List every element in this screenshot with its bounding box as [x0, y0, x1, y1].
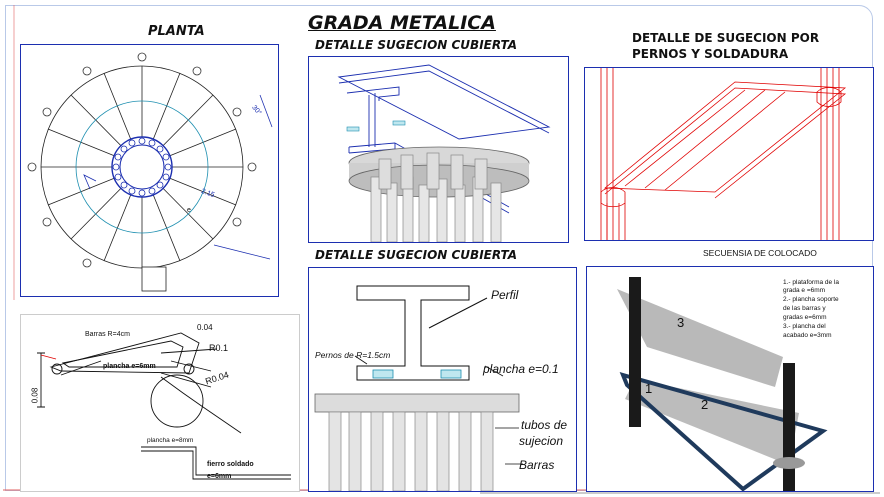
sequence-note-0: 1.- plataforma de la	[783, 279, 840, 286]
perfil-label: Perfil	[491, 288, 519, 302]
detail-bottom-left-panel: Barras R=4cm 0.04 plancha e=6mm R0.1 R0.…	[20, 314, 300, 492]
plancha-8mm-label: plancha e=8mm	[147, 437, 194, 444]
barras-r-label: Barras R=4cm	[85, 331, 130, 338]
sequence-note-5: 3.- plancha del	[783, 323, 826, 330]
sequence-n1: 1	[645, 381, 653, 396]
main-title: GRADA METALICA	[308, 12, 496, 34]
sequence-note-4: gradas e=6mm	[783, 314, 827, 321]
barras-label: Barras	[519, 458, 555, 472]
assembly-sequence-3d	[617, 277, 828, 491]
sequence-title: SECUENSIA DE COLOCADO	[703, 248, 817, 258]
plancha-label: plancha e=0.1	[483, 362, 559, 376]
detail-top-title: DETALLE SUGECION CUBIERTA	[315, 38, 518, 52]
sequence-panel: 3 1 2 1.- plataforma de la grada e =6mm …	[586, 266, 874, 492]
detail-bottom-center-panel: Perfil Pernos de R=1.5cm plancha e=0.1 t…	[308, 267, 577, 492]
fierro-soldado-2: e=6mm	[207, 473, 232, 480]
dim-008-label: 0.08	[30, 387, 40, 404]
sequence-n2: 2	[701, 397, 709, 412]
r01-label: R0.1	[209, 343, 229, 353]
section-beam-columns	[314, 285, 523, 491]
pernos-label: Pernos de R=1.5cm	[315, 350, 391, 360]
planta-panel: 30° 2.15 e	[20, 44, 279, 297]
detail-right-panel	[584, 67, 874, 241]
spiral-stair-plan	[27, 52, 273, 292]
detail-right-title-1: DETALLE DE SUGECION POR	[632, 31, 820, 45]
isometric-beam-base	[337, 64, 551, 242]
sequence-note-6: acabado e=3mm	[783, 332, 832, 339]
detail-bottom-center-title: DETALLE SUGECION CUBIERTA	[315, 248, 518, 262]
plancha-6mm-label: plancha e=6mm	[103, 363, 156, 370]
tubos-label-2: sujecion	[519, 434, 564, 448]
planta-dim-e: e	[187, 207, 191, 214]
planta-title: PLANTA	[148, 24, 205, 39]
plate-geometry-detail	[37, 332, 291, 480]
sequence-n3: 3	[677, 315, 685, 330]
sequence-note-2: 2.- plancha soporte	[783, 296, 839, 303]
red-bolt-weld-detail	[600, 68, 847, 240]
detail-right-title-2: PERNOS Y SOLDADURA	[632, 47, 789, 61]
sequence-note-1: grada e =6mm	[783, 287, 826, 294]
dim-004-top: 0.04	[197, 323, 213, 332]
fierro-soldado-1: fierro soldado	[207, 461, 254, 468]
sequence-note-3: de las barras y	[783, 305, 826, 312]
tubos-label-1: tubos de	[521, 418, 568, 432]
detail-top-panel	[308, 56, 569, 243]
